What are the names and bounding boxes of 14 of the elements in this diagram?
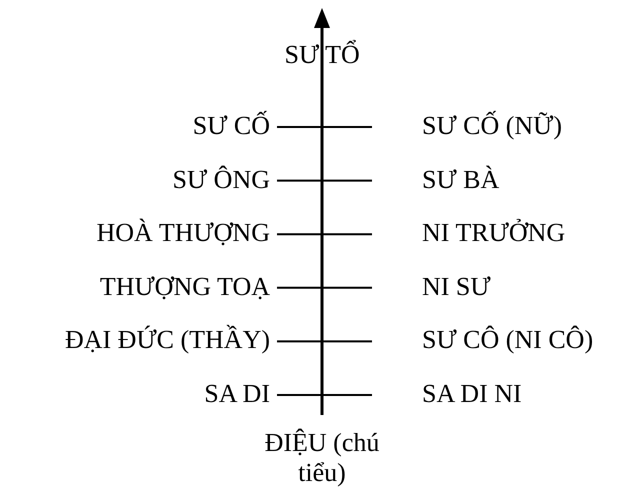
rank-label: ĐIỆU (chú tiểu) bbox=[264, 428, 380, 488]
rank-label: SA DI bbox=[204, 379, 270, 409]
rank-label: SƯ CỐ bbox=[192, 111, 270, 141]
rank-label: SƯ ÔNG bbox=[172, 164, 270, 195]
rank-label: NI TRƯỞNG bbox=[422, 218, 566, 248]
rank-label: ĐẠI ĐỨC (THẦY) bbox=[64, 325, 270, 356]
rank-label: SƯ BÀ bbox=[422, 164, 500, 195]
rank-label: SƯ CỐ (NỮ) bbox=[422, 111, 562, 141]
rank-label: SƯ CÔ (NI CÔ) bbox=[422, 325, 594, 356]
rank-label: NI SƯ bbox=[422, 272, 491, 302]
rank-label: SƯ TỔ bbox=[284, 40, 360, 70]
rank-label: HOÀ THƯỢNG bbox=[96, 218, 270, 248]
rank-label: THƯỢNG TOẠ bbox=[100, 272, 270, 302]
rank-label: SA DI NI bbox=[422, 379, 522, 409]
